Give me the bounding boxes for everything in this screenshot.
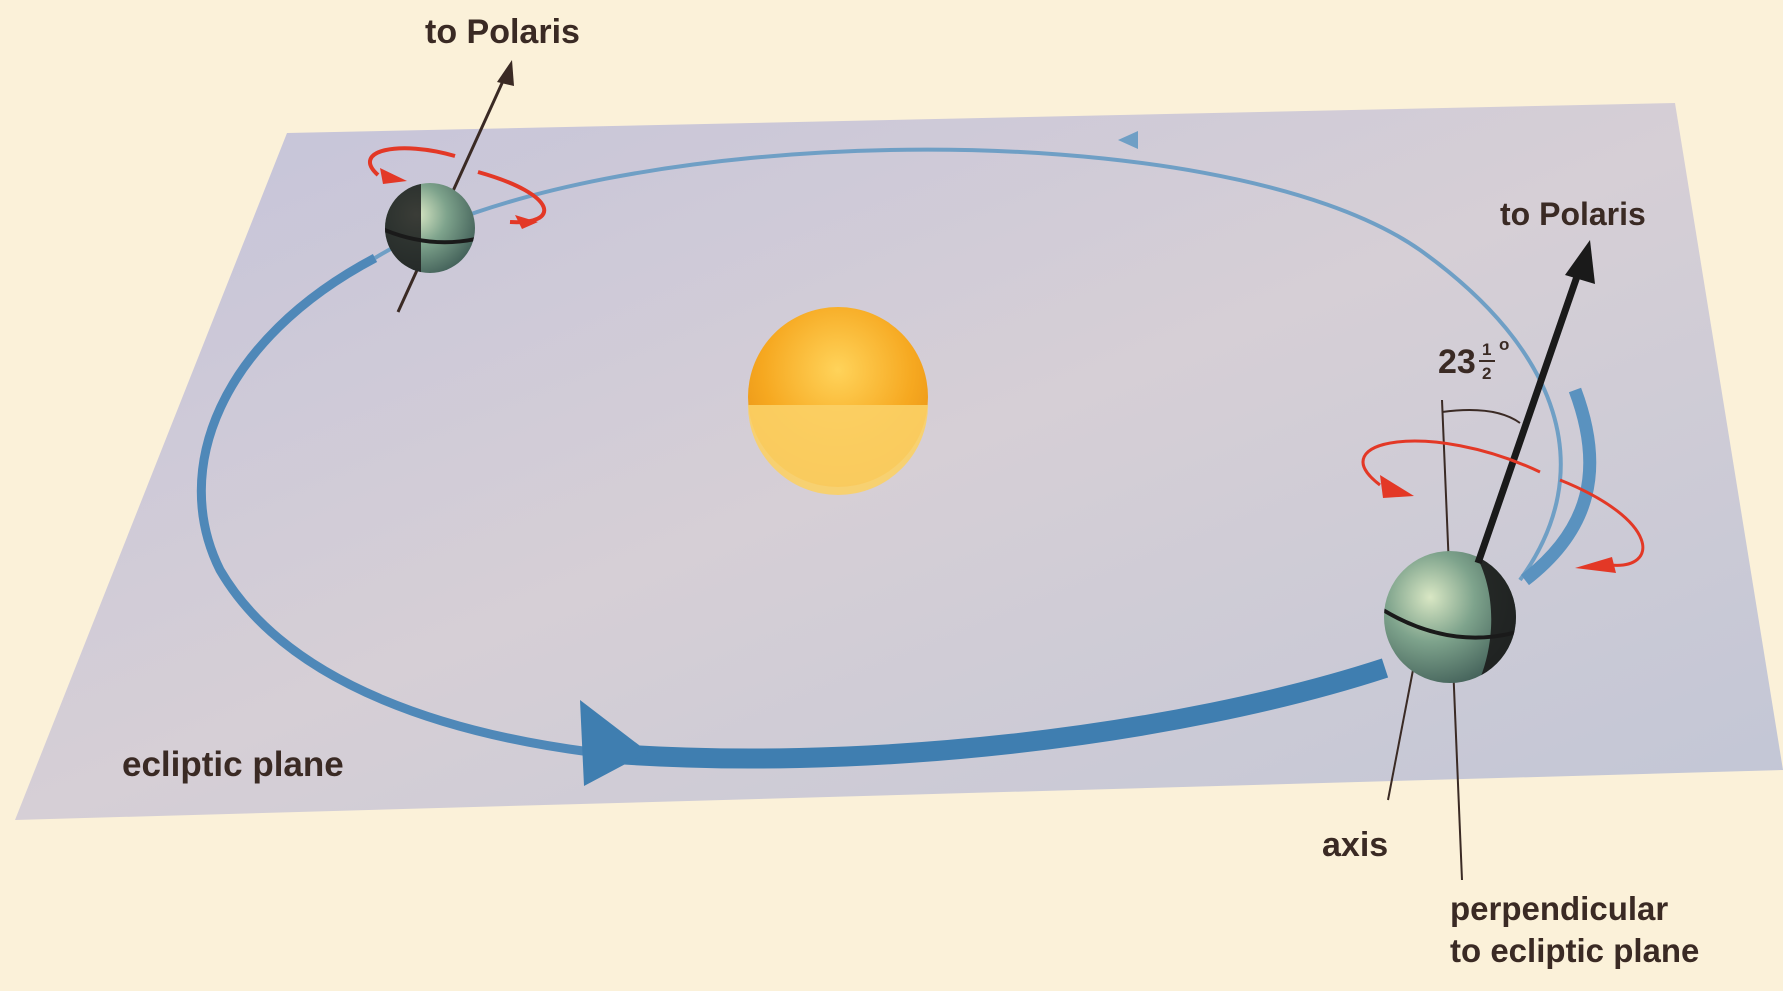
label-to-polaris-right: to Polaris [1500,196,1646,232]
tilt-angle-fraction-denominator: 2 [1482,364,1491,383]
label-axis: axis [1322,826,1388,864]
sun-icon [748,307,928,495]
tilt-angle-whole: 23 [1438,343,1476,381]
tilt-angle-degree-symbol: o [1499,335,1509,354]
label-to-polaris-left: to Polaris [425,13,580,51]
label-ecliptic-plane: ecliptic plane [122,745,344,784]
label-perpendicular-line2: to ecliptic plane [1450,932,1699,969]
polaris-arrow-head-left [497,60,514,86]
label-perpendicular-line1: perpendicular [1450,890,1668,927]
tilt-angle-fraction-numerator: 1 [1482,340,1491,359]
